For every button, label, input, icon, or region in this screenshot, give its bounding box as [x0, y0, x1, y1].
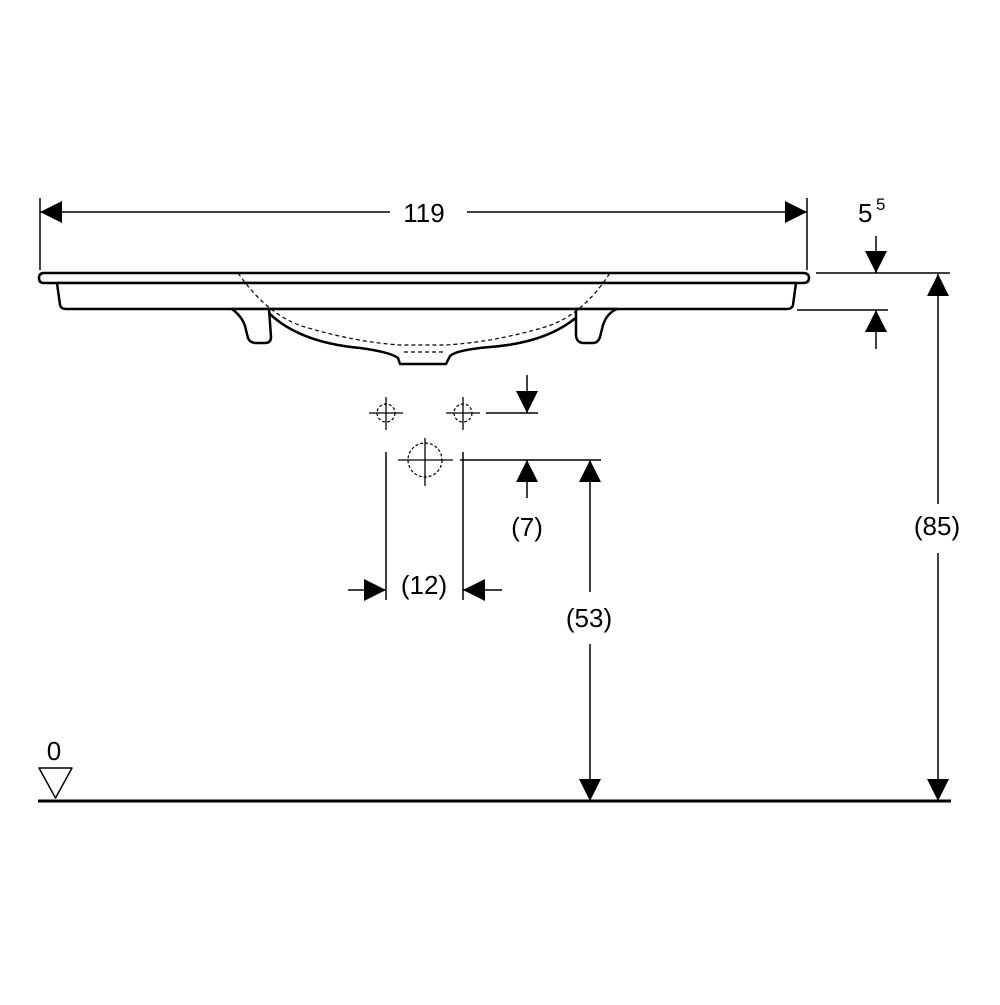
washbasin-profile: [37, 271, 811, 366]
tap-hole-right-marker: [446, 397, 480, 430]
tap-hole-left-marker: [369, 397, 403, 430]
rim-thickness-label: 5: [858, 198, 872, 228]
drain-height-label: (53): [566, 603, 612, 633]
tap-spacing-dimension: [348, 452, 502, 601]
tap-offset-dimension: [460, 375, 601, 498]
rim-thickness-superscript: 5: [876, 195, 885, 214]
basin-right-bracket: [574, 307, 619, 345]
hidden-bowl-contour: [237, 272, 611, 353]
basin-bowl-underside: [263, 307, 587, 366]
tap-offset-label: (7): [511, 512, 543, 542]
width-dimension: [39, 198, 808, 270]
width-dimension-label: 119: [403, 198, 444, 228]
drain-outlet-marker: [398, 438, 453, 486]
floor-level-label: 0: [47, 736, 61, 766]
rim-thickness-dimension: [797, 236, 950, 349]
basin-left-bracket: [230, 307, 273, 345]
tap-spacing-label: (12): [401, 570, 447, 600]
rim-thickness-base: 5: [858, 198, 872, 228]
basin-top-slab: [37, 271, 811, 285]
total-height-label: (85): [914, 511, 960, 541]
basin-body: [55, 281, 798, 311]
floor-level-triangle-icon: [38, 767, 73, 799]
